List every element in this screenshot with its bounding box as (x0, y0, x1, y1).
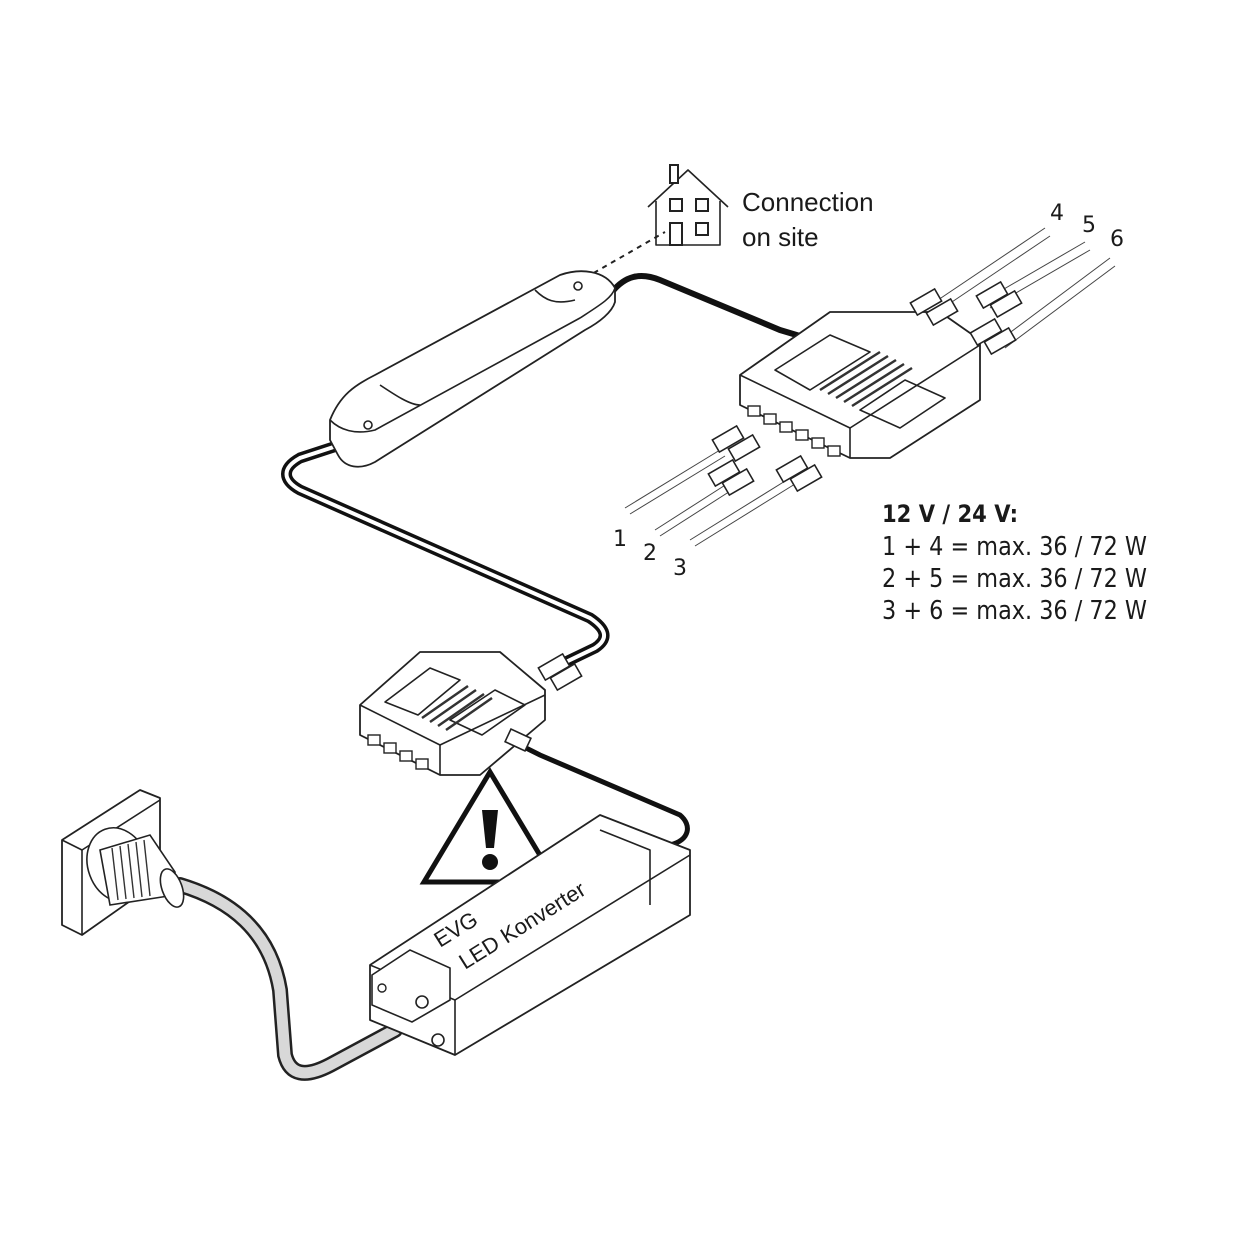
power-specs: 12 V / 24 V: 1 + 4 = max. 36 / 72 W 2 + … (882, 501, 1147, 626)
connection-label-line2: on site (742, 222, 819, 252)
specs-line-3: 3 + 6 = max. 36 / 72 W (882, 594, 1147, 625)
small-distributor (359, 651, 546, 776)
mains-cable (172, 877, 403, 1081)
output-leads-bottom (624, 424, 823, 547)
specs-heading: 12 V / 24 V: (882, 501, 1018, 529)
output-label-4: 4 (1050, 201, 1064, 226)
specs-line-1: 1 + 4 = max. 36 / 72 W (882, 530, 1147, 561)
switch-output-cable (609, 273, 801, 339)
site-connection-dashed-line (584, 231, 666, 279)
sensor-switch-device (329, 270, 616, 468)
switch-input-cable (281, 434, 610, 677)
output-label-5: 5 (1082, 213, 1096, 238)
converter-output-cable (518, 742, 690, 848)
house-icon (647, 164, 729, 246)
output-label-6: 6 (1110, 227, 1124, 252)
output-label-1: 1 (613, 527, 627, 552)
switch-cable-plugs (537, 652, 583, 692)
output-leads-top (909, 227, 1116, 356)
plug-icon (99, 834, 185, 908)
warning-icon (419, 767, 561, 885)
connection-label-line1: Connection (742, 187, 874, 217)
large-distributor (739, 311, 981, 459)
specs-line-2: 2 + 5 = max. 36 / 72 W (882, 562, 1147, 593)
output-label-2: 2 (643, 541, 657, 566)
output-label-3: 3 (673, 556, 687, 581)
